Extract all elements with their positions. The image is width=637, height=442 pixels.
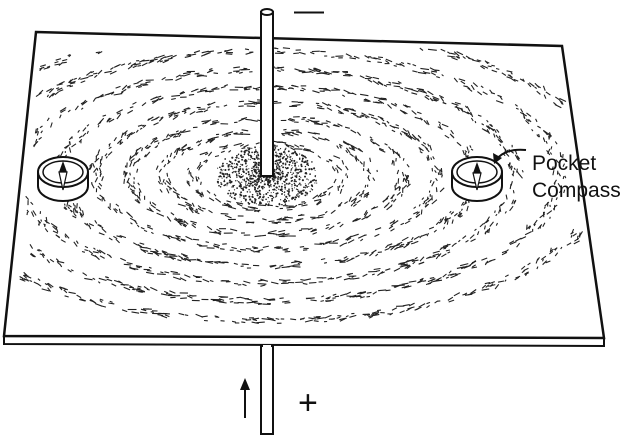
wire-upper [261,9,273,176]
compass-left [38,157,88,201]
negative-terminal-label: — [294,0,324,28]
pocket-compass-label: Pocket Compass [532,150,621,204]
wire-lower [261,346,273,434]
compass-label-line1: Pocket [532,150,621,177]
cardboard-sheet [4,32,604,338]
positive-terminal-label: + [298,384,318,423]
current-arrow-icon [240,378,250,418]
compass-label-line2: Compass [532,177,621,204]
